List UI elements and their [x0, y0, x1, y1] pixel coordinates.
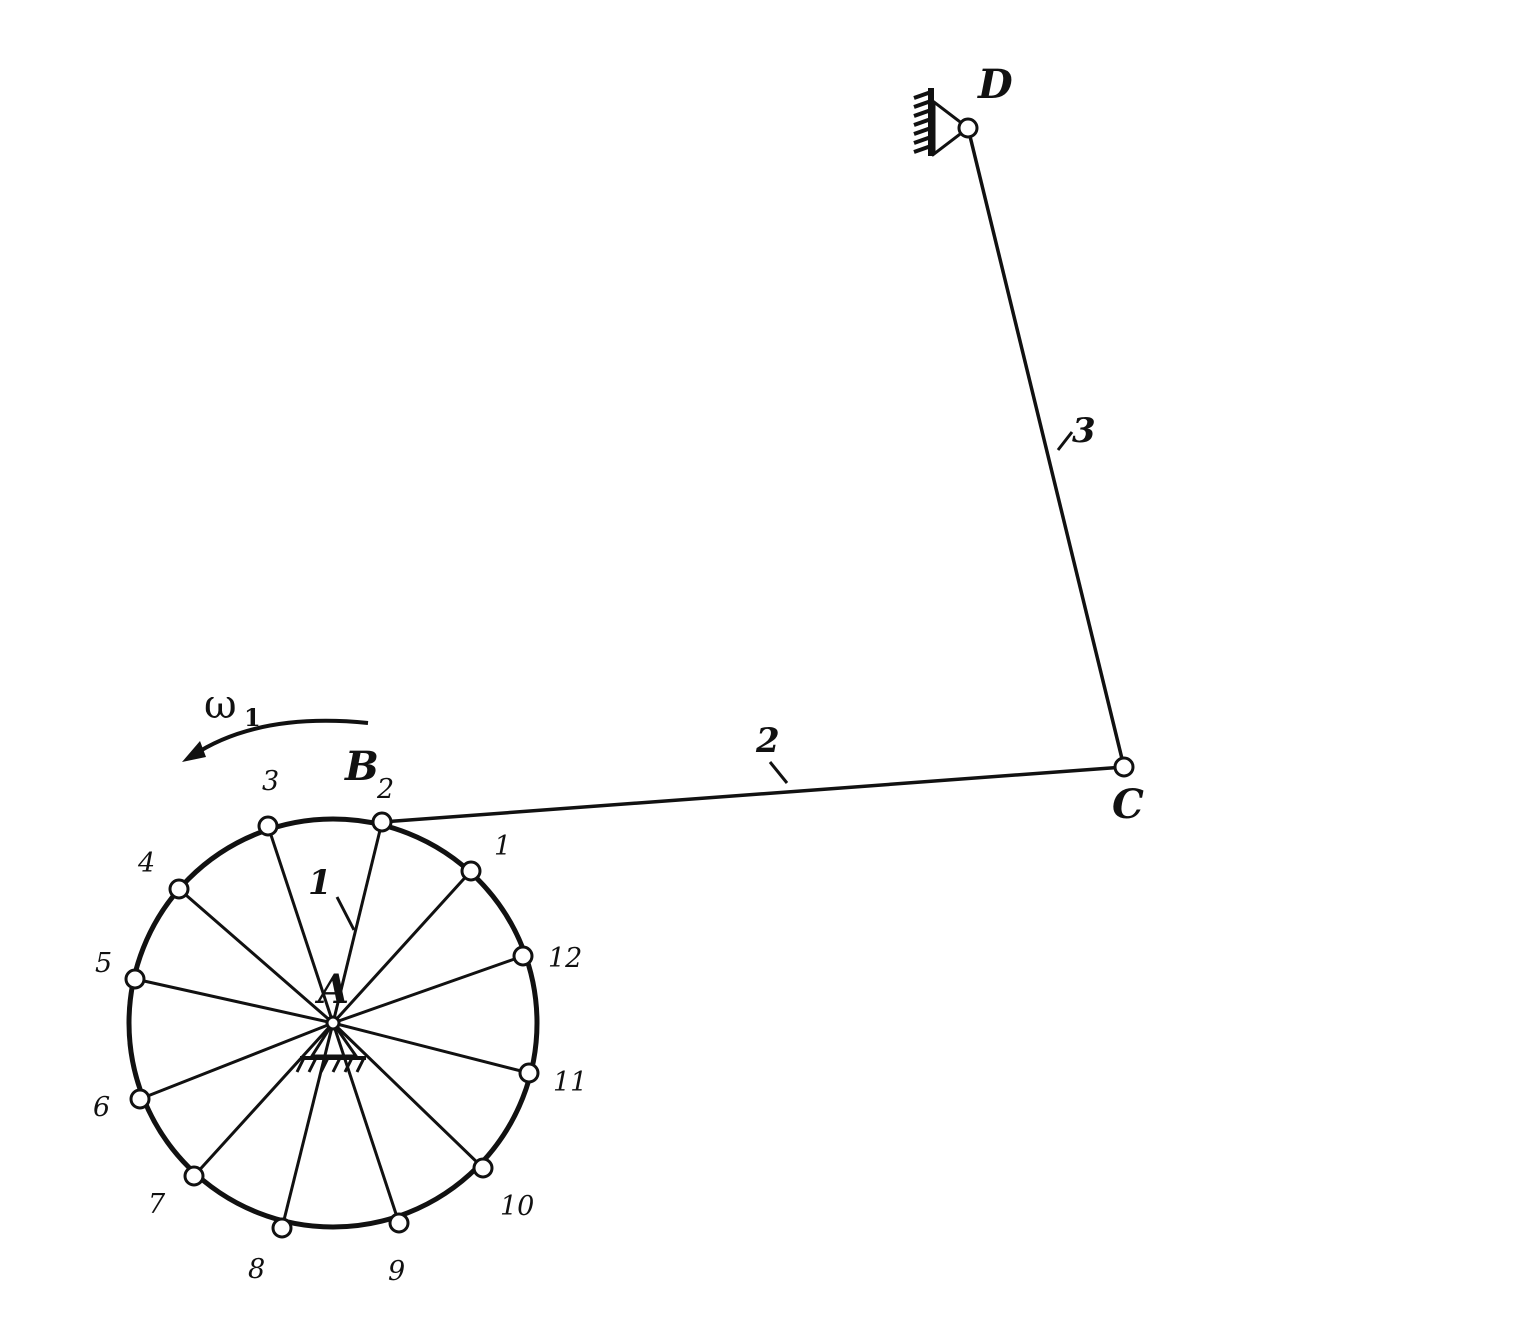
link-1-tick — [335, 896, 356, 931]
ground-hatch-line — [319, 1057, 330, 1073]
position-label: 11 — [553, 1067, 587, 1098]
position-label: 10 — [500, 1191, 534, 1222]
ground-hatch-line — [913, 90, 932, 100]
coupler-link — [381, 765, 1125, 824]
position-label: 5 — [95, 948, 112, 979]
ground-hatch-line — [295, 1057, 306, 1073]
crank-positions — [134, 821, 530, 1229]
position-label: 9 — [388, 1256, 405, 1287]
crank-position-line — [331, 1021, 485, 1170]
joint-a — [325, 1015, 341, 1031]
rocker-link — [966, 127, 1126, 768]
position-label: 2 — [376, 774, 394, 805]
point-label-d: D — [977, 61, 1013, 108]
position-label: 6 — [93, 1092, 110, 1123]
ground-hatch-line — [913, 135, 932, 145]
crank-joint — [388, 1212, 410, 1234]
link-label-2: 2 — [755, 721, 780, 761]
crank-circle — [126, 816, 540, 1230]
link-2-tick — [768, 761, 789, 784]
ground-hatch-line — [913, 99, 932, 109]
ground-hatch-line — [913, 126, 932, 136]
crank-position-line — [331, 821, 384, 1024]
position-label: 8 — [248, 1254, 265, 1285]
crank-joint — [168, 878, 190, 900]
crank-joint — [472, 1157, 494, 1179]
ground-support-d — [913, 88, 969, 158]
crank-joint — [371, 811, 393, 833]
position-label: 12 — [548, 943, 582, 974]
crank-joint — [512, 945, 534, 967]
ground-hatch-line — [913, 117, 932, 127]
point-label-b: B — [344, 743, 379, 790]
crank-joint — [271, 1217, 293, 1239]
position-label: 4 — [137, 848, 155, 879]
link-label-1: 1 — [308, 863, 332, 903]
crank-joint — [129, 1088, 151, 1110]
omega-subscript: 1 — [244, 703, 261, 732]
crank-position-line — [331, 869, 473, 1025]
link-3-tick — [1056, 431, 1074, 451]
ground-support-a — [295, 1022, 366, 1073]
crank-position-line — [134, 977, 334, 1025]
crank-position-line — [178, 887, 334, 1025]
position-label: 3 — [262, 766, 279, 797]
crank-joints — [124, 811, 540, 1239]
crank-joint — [257, 815, 279, 837]
point-label-c: C — [1112, 781, 1144, 828]
crank-joint — [124, 968, 146, 990]
ground-hatch-line — [331, 1057, 342, 1073]
crank-joint — [518, 1062, 540, 1084]
crank-position-line — [332, 1021, 530, 1075]
position-label: 1 — [494, 831, 511, 862]
ground-hatch-line — [355, 1057, 366, 1073]
omega-symbol: ω — [204, 682, 237, 728]
crank-position-line — [332, 954, 524, 1025]
rotation-arrow — [182, 718, 369, 762]
joint-c — [1113, 756, 1135, 778]
ground-hatch-line — [343, 1057, 354, 1073]
crank-position-line — [192, 1021, 335, 1178]
ground-hatch-line — [913, 144, 932, 154]
crank-position-line — [266, 825, 335, 1024]
point-label-a: A — [314, 966, 349, 1013]
ground-hatch-line — [913, 108, 932, 118]
crank-joint — [460, 860, 482, 882]
ground-hatch-line — [307, 1057, 318, 1073]
position-label: 7 — [148, 1189, 166, 1220]
joint-d — [957, 117, 979, 139]
link-label-3: 3 — [1072, 411, 1096, 451]
crank-position-line — [280, 1022, 335, 1229]
crank-position-line — [139, 1021, 334, 1101]
crank-joint — [183, 1165, 205, 1187]
